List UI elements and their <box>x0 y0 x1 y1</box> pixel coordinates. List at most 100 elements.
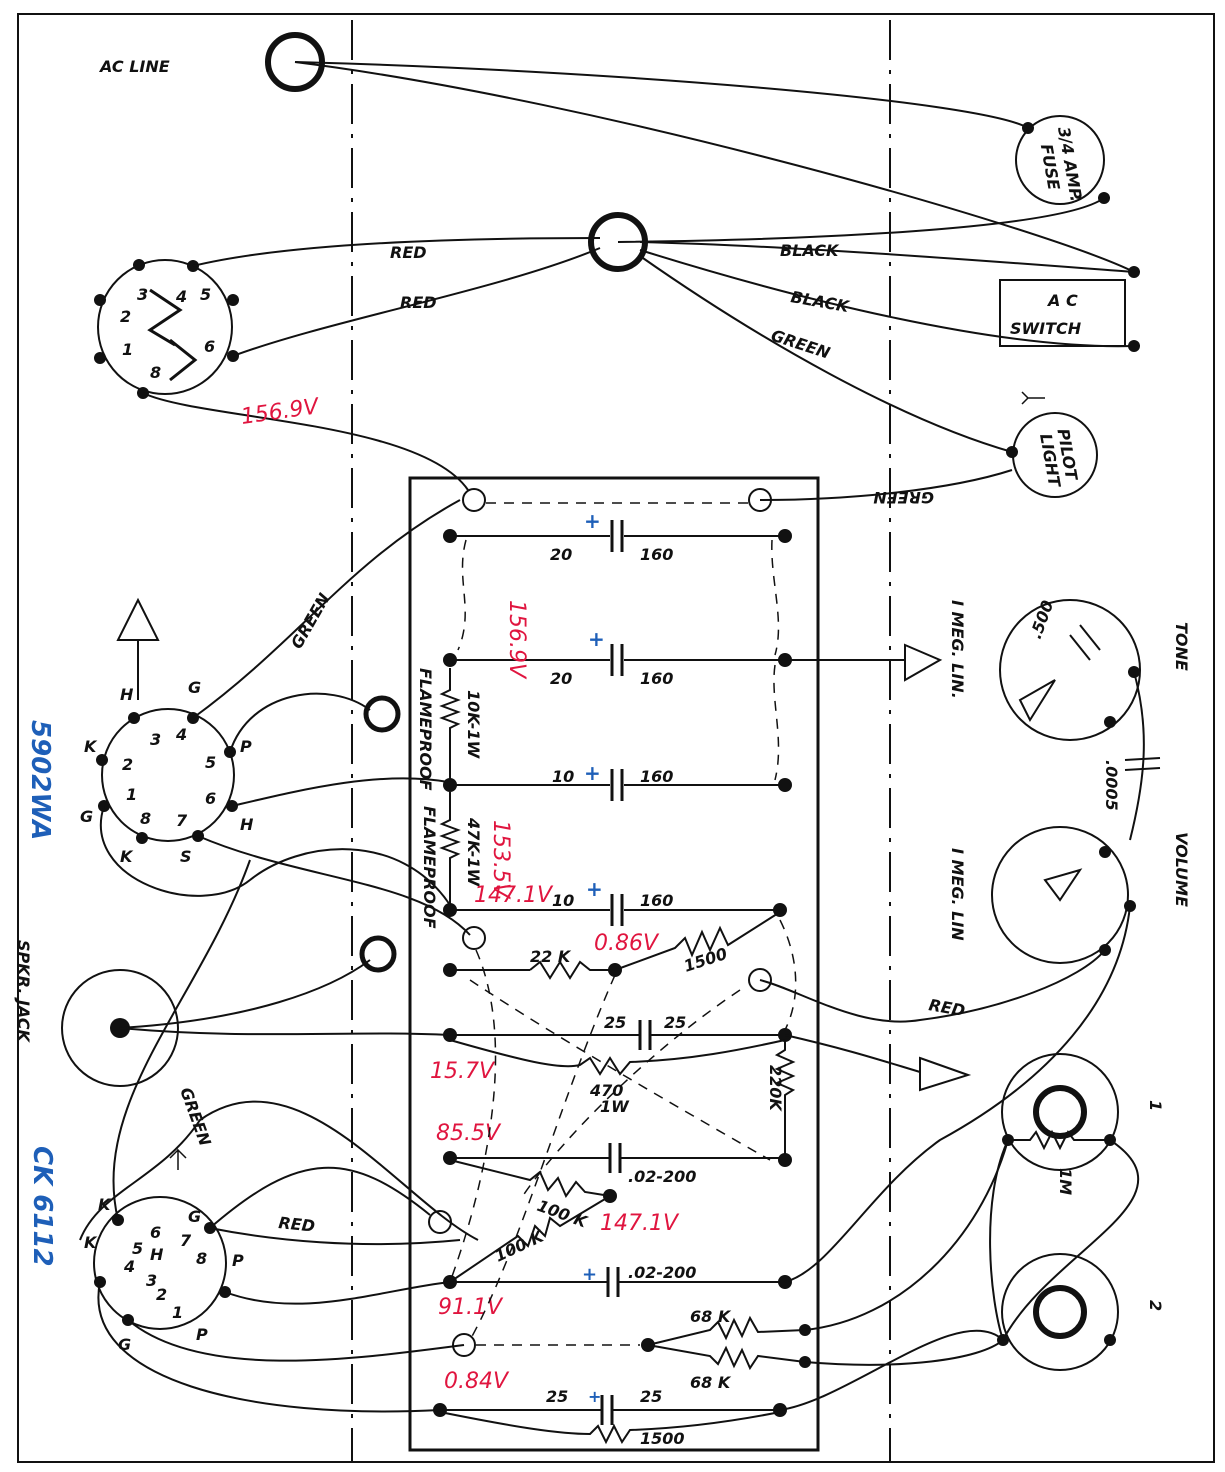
tube2-pin-7: 7 <box>180 1231 192 1250</box>
pilot-light-arrow-icon <box>1021 391 1045 405</box>
grommet-small-2 <box>359 935 397 973</box>
jack2-terminal-right <box>1104 1334 1116 1346</box>
resistor-100k-a-label: 100 K <box>535 1196 591 1232</box>
wire-label-black-2: BLACK <box>789 287 851 316</box>
resistor-10k <box>439 668 461 780</box>
tube1-heater-wire <box>231 777 449 807</box>
wire-label-red-3: RED <box>278 1213 316 1236</box>
dash-right-vertical <box>779 919 797 1031</box>
ground-arrow-icon-1 <box>904 643 943 682</box>
tube2-grid-wire <box>209 1166 431 1229</box>
resistor-47k-note: FLAMEPROOF <box>420 806 439 929</box>
dash-cross-1 <box>449 949 497 1283</box>
ground-wire-2 <box>784 1034 921 1073</box>
resistor-68k-b-label: 68 K <box>690 1373 732 1392</box>
board-eyelet-1 <box>462 488 486 512</box>
resistor-100k-a <box>449 1159 611 1199</box>
red-wire-lower <box>232 247 601 357</box>
voltage-v10: 0.84V <box>444 1369 510 1394</box>
board-eyelet-4 <box>748 968 772 992</box>
tube2-pin-k-left: K <box>84 1233 98 1252</box>
ac-line-wire-2 <box>294 61 1135 273</box>
tube1-pin-k-left: K <box>84 737 98 756</box>
tube2-pins <box>94 1214 231 1326</box>
tube1-type-label: 5902WA <box>25 720 55 840</box>
tone-cap-wire <box>1129 671 1145 841</box>
voltage-v6: 15.7V <box>430 1059 496 1084</box>
resistor-470-label: 470 <box>589 1081 623 1100</box>
page-border <box>17 13 1215 1463</box>
cap-c4-volts: 160 <box>640 891 673 910</box>
tube1-pin-s: S <box>180 847 192 866</box>
cap-25b-right-label: 25 <box>640 1387 662 1406</box>
tube1-pin-1: 1 <box>126 785 137 804</box>
speaker-wire-2 <box>119 1027 451 1036</box>
cap-c3-volts: 160 <box>640 767 673 786</box>
tube1-pin-4: 4 <box>175 725 187 744</box>
rectifier-pin-3: 3 <box>137 285 148 304</box>
tube2-pin-3: 3 <box>146 1271 157 1290</box>
ac-switch-label-bottom: SWITCH <box>1010 319 1082 338</box>
tube1-pin-7: 7 <box>176 811 188 830</box>
tube2-socket <box>93 1196 227 1330</box>
resistor-10k-note: FLAMEPROOF <box>416 668 435 791</box>
input-2-label: 2 <box>1146 1300 1165 1311</box>
cap-c3-plus-icon: + <box>584 761 601 785</box>
resistor-68k-a-label: 68 K <box>690 1307 732 1326</box>
fuse-to-grommet-wire <box>617 197 1105 243</box>
speaker-wire-1 <box>119 959 371 1029</box>
volume-pot-terminal-1 <box>1099 846 1111 858</box>
resistor-68k-b <box>647 1344 806 1371</box>
resistor-470-watt: 1W <box>600 1097 630 1116</box>
resistor-100k-b <box>449 1195 611 1283</box>
red-wire-upper <box>192 237 601 267</box>
board-bus-dash-right <box>771 539 780 781</box>
speaker-jack <box>61 969 179 1087</box>
rectifier-pin-5: 5 <box>200 285 211 304</box>
tone-cap-plate-1 <box>1079 624 1101 651</box>
volume-pot-label: I MEG. LIN <box>948 848 967 941</box>
cap-c1-volts: 160 <box>640 545 673 564</box>
cap-0005-label: .0005 <box>1102 760 1121 811</box>
resistor-47k-label: 47K-1W <box>464 817 483 887</box>
rectifier-pin-6: 6 <box>204 337 215 356</box>
tube1-pin-2: 2 <box>122 755 133 774</box>
input-jack-2-center <box>1033 1285 1087 1339</box>
tube1-pins <box>96 712 238 844</box>
cap-25a-left-label: 25 <box>604 1013 626 1032</box>
tube2-pin-p-top: P <box>232 1251 244 1270</box>
wire-label-red-1: RED <box>390 243 427 262</box>
wire-label-green-3: GREEN <box>287 589 334 652</box>
resistor-1500-a <box>614 911 781 971</box>
tube2-pin-1: 1 <box>172 1303 183 1322</box>
ac-switch-label-top: A C <box>1046 291 1078 310</box>
input-jack-2 <box>1001 1253 1119 1371</box>
grommet-small-1 <box>363 695 401 733</box>
ac-switch-box <box>999 279 1126 347</box>
tube1-pin-p: P <box>240 737 252 756</box>
green-wire-pilot <box>639 255 1013 453</box>
volume-output-wire <box>784 905 1131 1283</box>
tube1-socket <box>101 708 235 842</box>
cap-c2-volts: 160 <box>640 669 673 688</box>
rectifier-socket <box>97 259 233 395</box>
input-jack-1 <box>1001 1053 1119 1171</box>
ground-return-wire <box>779 1329 1004 1411</box>
fuse-holder <box>1015 115 1105 205</box>
voltage-v4: 147.1V <box>474 883 554 908</box>
black-wire-2 <box>639 249 1135 348</box>
wire-label-red-2: RED <box>400 293 437 312</box>
rectifier-pin-2: 2 <box>120 307 131 326</box>
cap-c4-plus-icon: + <box>586 877 603 901</box>
tube2-pin-5: 5 <box>132 1239 143 1258</box>
board-eyelet-5 <box>452 1333 476 1357</box>
tube2-pin-6: 6 <box>150 1223 161 1242</box>
tube1-pin-k-bottom: K <box>120 847 134 866</box>
rectifier-pin-4: 4 <box>175 287 187 306</box>
tube2-pin-4: 4 <box>123 1257 135 1276</box>
switch-terminal-top <box>1128 266 1140 278</box>
rectifier-pins <box>94 259 239 399</box>
node-02a-left <box>443 1151 457 1165</box>
volume-pot <box>991 826 1129 964</box>
volume-red-wire <box>759 949 1106 1023</box>
